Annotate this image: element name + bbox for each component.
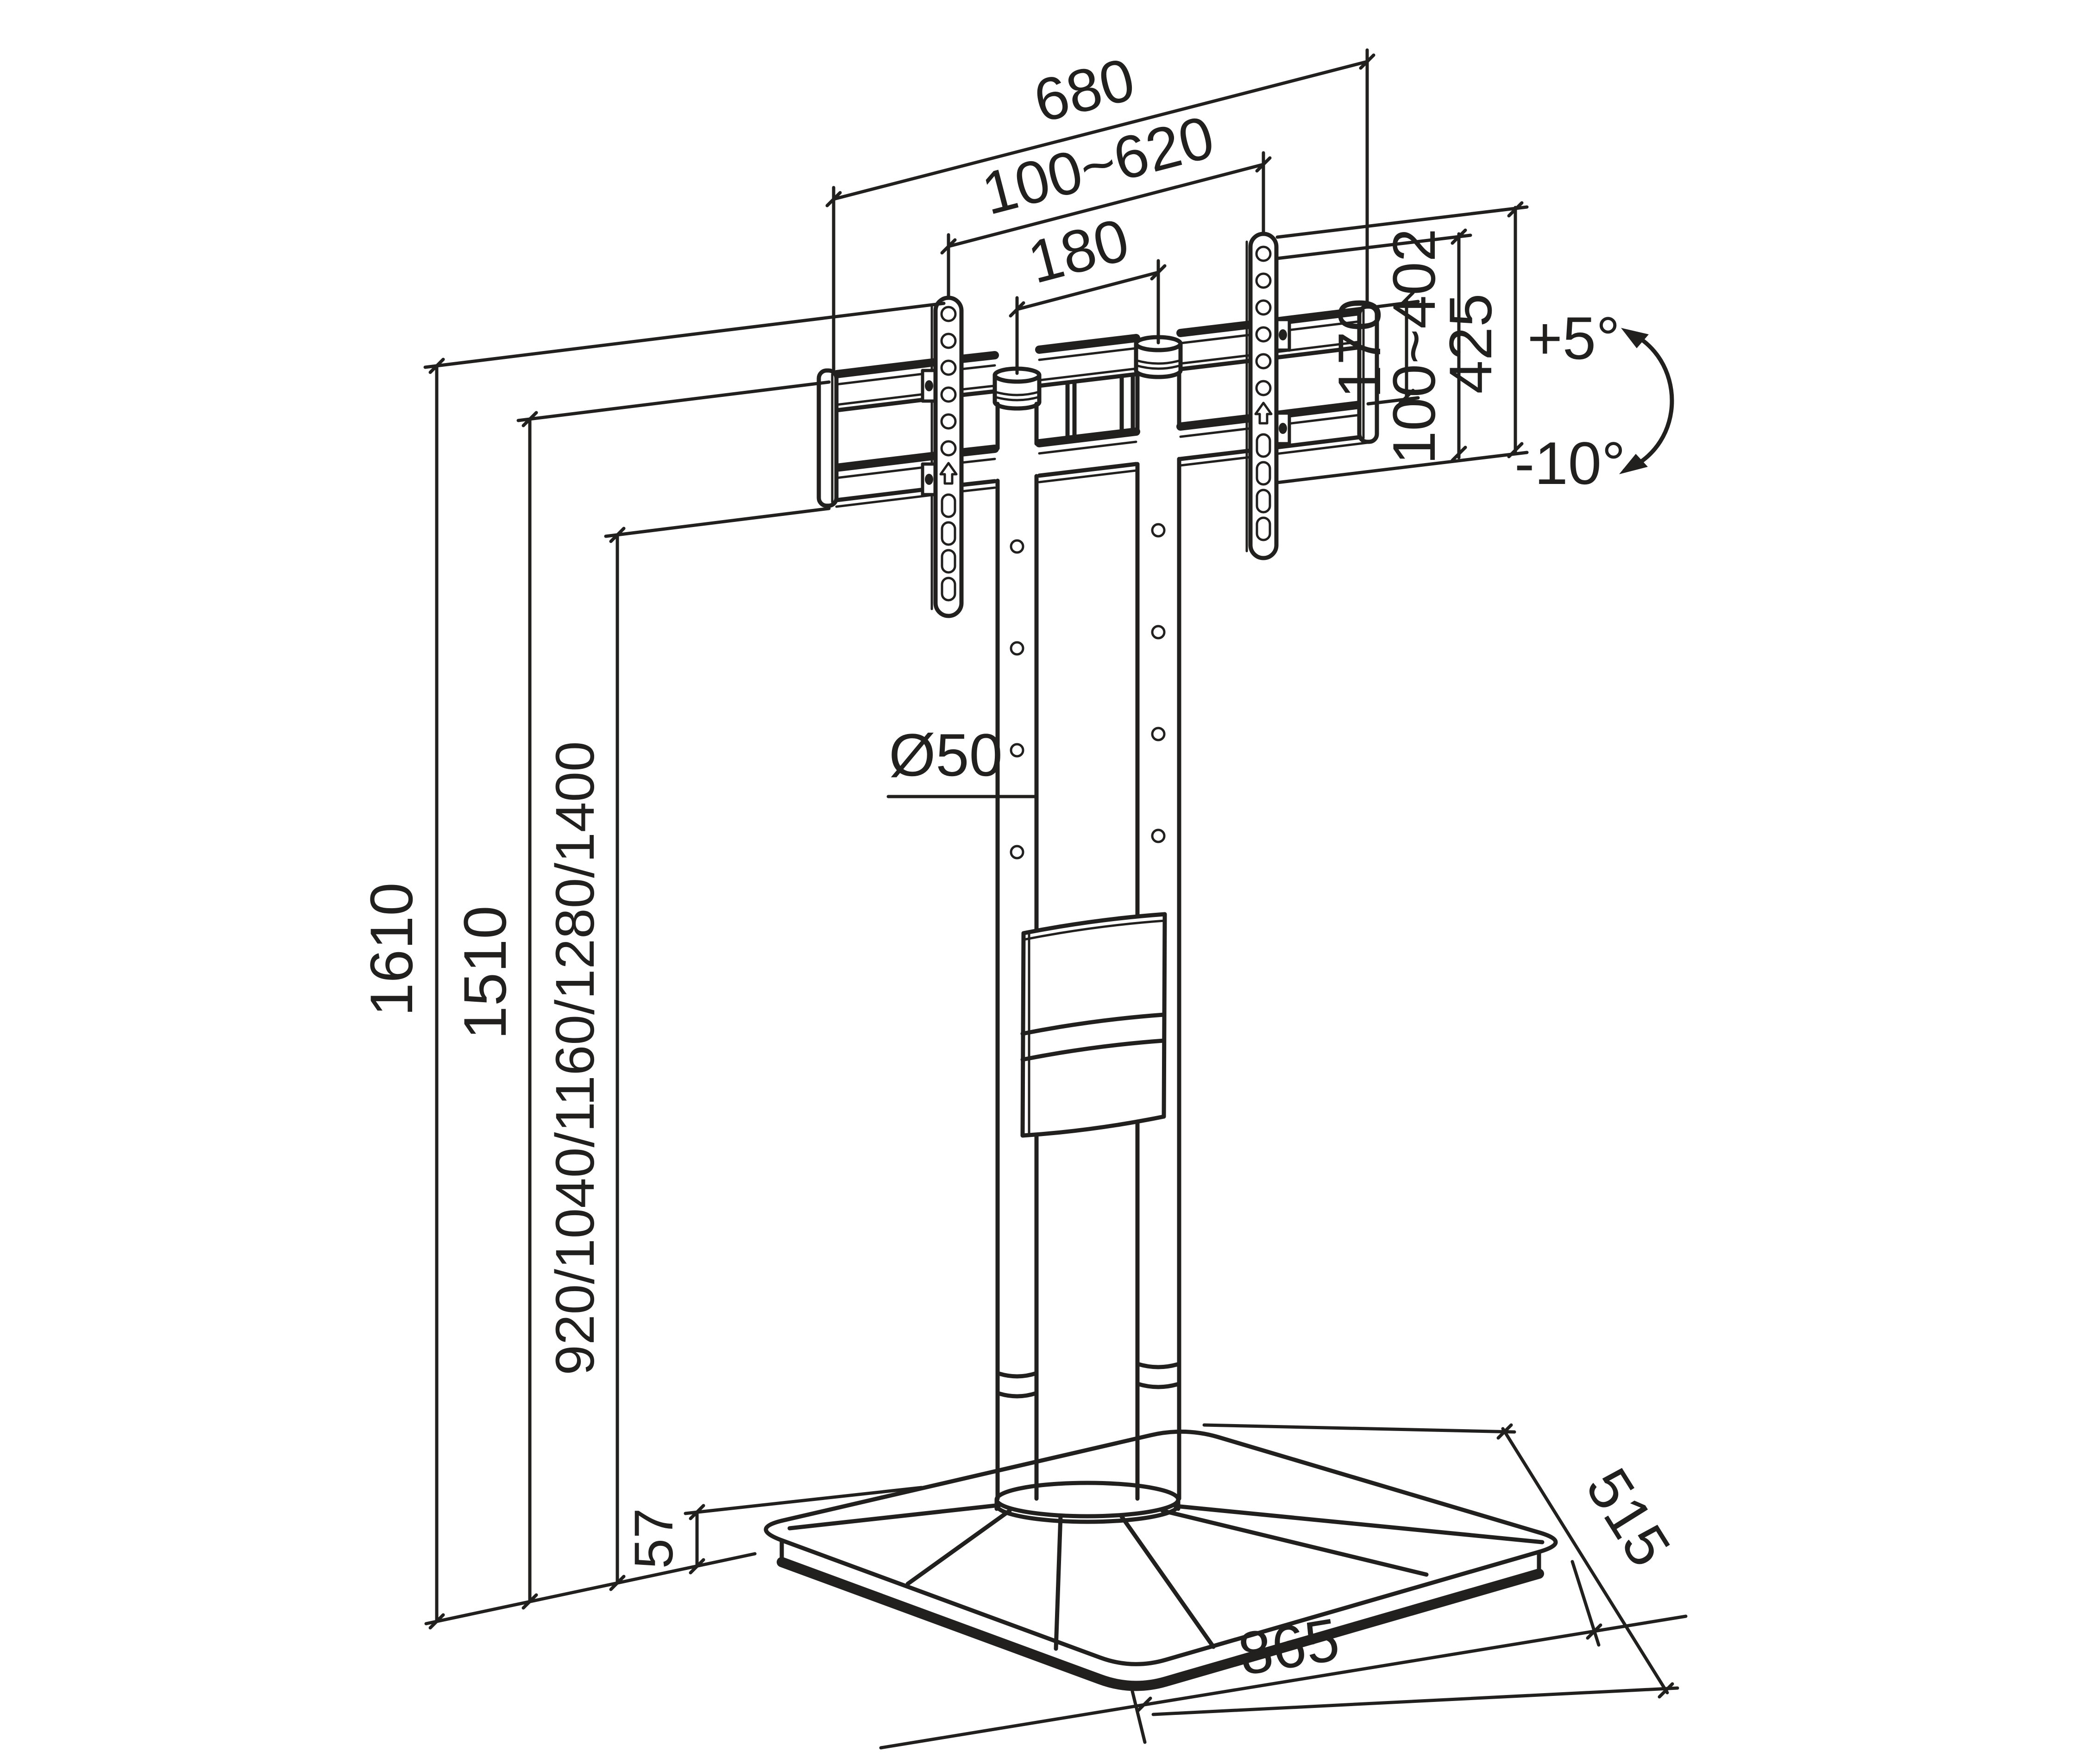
dim-label-425: 425 bbox=[1437, 294, 1504, 394]
dim-label-515: 515 bbox=[1573, 1456, 1684, 1577]
dim-865: 865 bbox=[879, 1560, 1688, 1750]
tilt-arc-arrow bbox=[1622, 329, 1674, 473]
crossbar-inner-members bbox=[1065, 372, 1135, 442]
up-arrow-icon bbox=[1254, 402, 1273, 425]
pole-cap-left bbox=[992, 366, 1042, 411]
floor-line bbox=[424, 1552, 757, 1626]
dim-label-1510: 1510 bbox=[451, 905, 519, 1039]
dim-57: 57 bbox=[623, 1486, 923, 1575]
dim-label-mount-heights: 920/1040/1160/1280/1400 bbox=[545, 741, 606, 1375]
up-arrow-icon bbox=[939, 462, 958, 485]
crossbar-end-cap-left bbox=[817, 368, 839, 508]
base-bottom-rim bbox=[777, 1557, 1544, 1691]
dim-label-170: 170 bbox=[1325, 298, 1393, 399]
vesa-strip-right bbox=[1245, 232, 1291, 560]
dim-label-57: 57 bbox=[623, 1508, 685, 1569]
crossbar-end-cap-right bbox=[1357, 304, 1379, 444]
dim-1610: 1610 bbox=[358, 301, 946, 1630]
dim-pole-diameter: Ø50 bbox=[886, 721, 1037, 798]
tilt-label-down: -10° bbox=[1514, 429, 1626, 497]
dim-label-865: 865 bbox=[1234, 1605, 1344, 1688]
dim-mount-heights: 920/1040/1160/1280/1400 bbox=[545, 507, 831, 1591]
dim-1510: 1510 bbox=[451, 380, 831, 1610]
base-cone bbox=[787, 1503, 1545, 1651]
column-boot bbox=[994, 1481, 1181, 1524]
tilt-label-up: +5° bbox=[1527, 304, 1620, 372]
dim-label-diameter: Ø50 bbox=[889, 721, 1003, 789]
dim-100-402: 100~402 bbox=[1275, 228, 1472, 465]
tilt-arrowhead-down bbox=[1619, 454, 1648, 474]
cable-cover bbox=[1020, 912, 1167, 1138]
dim-label-680: 680 bbox=[1027, 45, 1141, 135]
crossbar-upper-rail bbox=[832, 306, 1371, 413]
base-plate bbox=[764, 1429, 1558, 1666]
dim-label-100-402: 100~402 bbox=[1380, 228, 1448, 465]
crossbar-lower-rail bbox=[832, 400, 1371, 508]
tilt-indicator: +5° -10° bbox=[1514, 304, 1674, 497]
tilt-arrowhead-up bbox=[1621, 328, 1649, 348]
dim-label-1610: 1610 bbox=[358, 882, 425, 1016]
column-pole-left bbox=[995, 402, 1039, 1501]
column-pole-right bbox=[1135, 371, 1181, 1501]
dim-170: 170 bbox=[1325, 291, 1420, 406]
dim-425: 425 bbox=[1275, 201, 1529, 484]
stand-structure bbox=[764, 232, 1558, 1691]
